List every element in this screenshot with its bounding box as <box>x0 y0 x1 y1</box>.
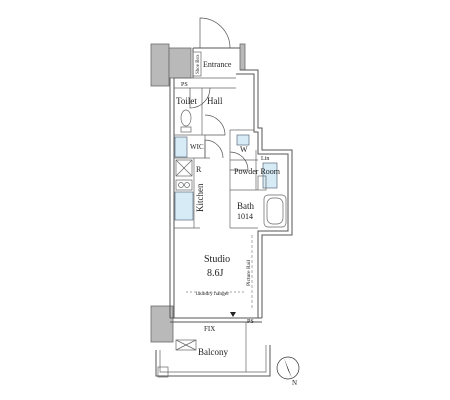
refrigerator <box>175 159 193 177</box>
compass-icon <box>276 356 300 380</box>
structural-walls <box>150 43 246 343</box>
label-laundry: laundry hanger <box>196 291 229 297</box>
burner-icon <box>178 182 184 188</box>
balcony-drain <box>157 366 169 378</box>
label-toilet: Toilet <box>176 96 197 106</box>
north-arrow: N <box>276 356 300 387</box>
label-ps-top: PS <box>181 82 188 88</box>
bathtub <box>263 194 287 228</box>
entrance-wall-right <box>239 43 246 71</box>
north-pointer-icon <box>284 358 292 378</box>
label-fix: FIX <box>204 325 215 333</box>
label-entrance: Entrance <box>203 60 232 69</box>
left-column-top <box>150 43 170 87</box>
label-north: N <box>292 379 297 387</box>
label-studio-area: 8.6J <box>207 268 224 279</box>
toilet-tank <box>180 126 192 133</box>
label-bath-size: 1014 <box>237 212 253 221</box>
label-shoe-box: Shoe Box <box>196 54 201 74</box>
room-labels: Entrance Shoe Box PS Hall Toilet WIC W L… <box>176 54 281 357</box>
wic-door <box>204 139 224 159</box>
shoe-box-cabinet <box>192 51 202 77</box>
wic-shelf <box>174 136 188 158</box>
toilet-door <box>189 87 211 109</box>
toilet-bowl <box>180 109 192 127</box>
powder-door <box>229 151 249 171</box>
entrance-door <box>199 17 231 49</box>
stove <box>175 179 193 191</box>
label-lin: Lin <box>261 156 269 162</box>
label-studio: Studio <box>204 254 230 265</box>
lin-shelf <box>262 162 278 189</box>
label-kitchen: Kitchen <box>195 183 205 212</box>
label-bath: Bath <box>237 201 254 211</box>
label-hall: Hall <box>207 96 223 106</box>
fixtures <box>155 51 287 378</box>
outdoor-unit <box>175 339 197 351</box>
kitchen-sink <box>174 191 194 221</box>
left-block-top <box>168 47 192 79</box>
label-wic: WIC <box>190 143 204 151</box>
label-w: W <box>240 145 248 154</box>
washer-pan <box>236 134 250 146</box>
label-powder-room: Powder Room <box>234 167 281 176</box>
label-picture-rail: Picture Rail <box>246 259 252 286</box>
vanity <box>257 175 267 191</box>
burner-icon <box>184 182 190 188</box>
hall-door <box>204 114 226 136</box>
window-marker <box>230 312 236 317</box>
left-column-bottom <box>150 305 174 343</box>
label-r: R <box>196 165 202 174</box>
label-ps-bottom: PS <box>247 319 254 325</box>
doors <box>189 17 249 171</box>
label-balcony: Balcony <box>198 347 228 357</box>
